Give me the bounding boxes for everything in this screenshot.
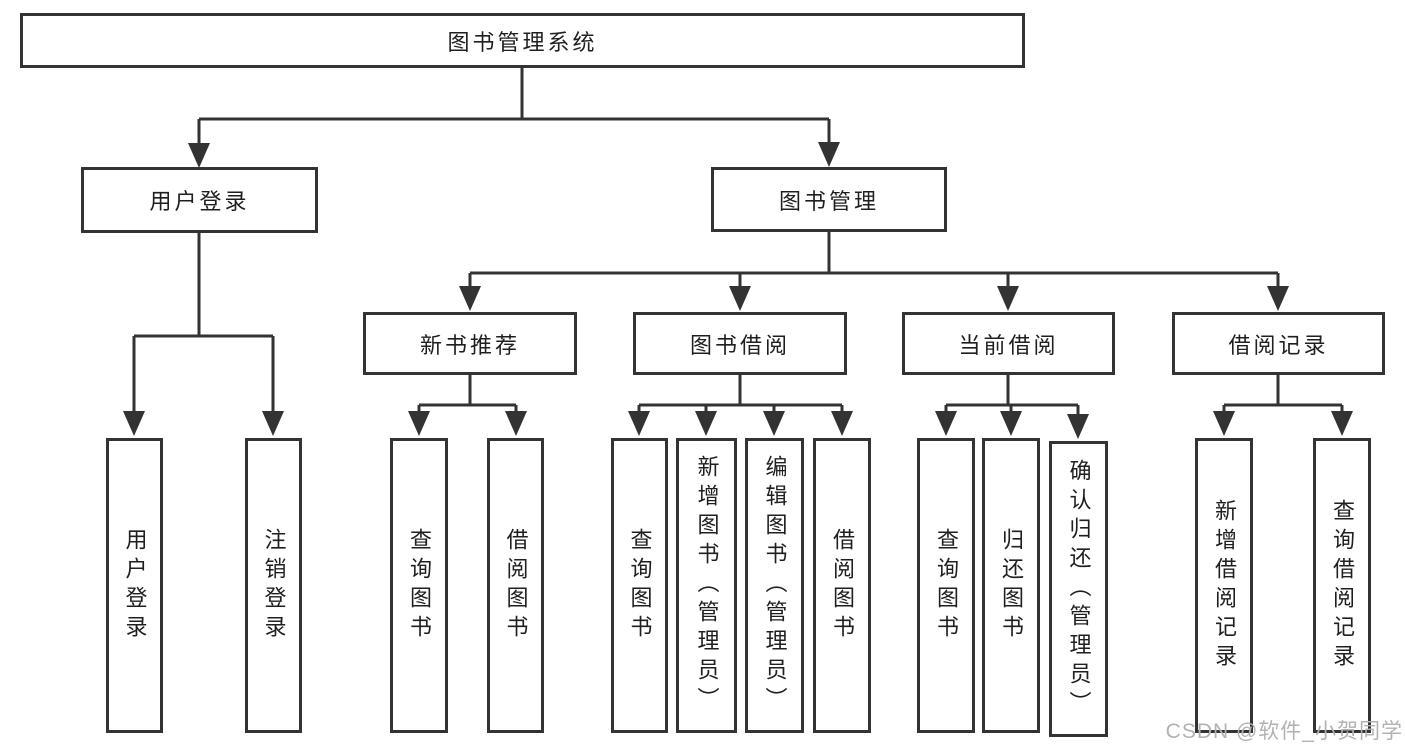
node-new-book-recommend: 新书推荐 <box>363 312 577 375</box>
node-library-management-system: 图书管理系统 <box>20 13 1025 68</box>
leaf-return-books: 归还图书 <box>982 438 1040 733</box>
leaf-user-login: 用户登录 <box>106 438 163 733</box>
connector-lines <box>132 65 1344 415</box>
leaf-add-borrow-record: 新增借阅记录 <box>1195 438 1253 733</box>
node-borrow-records: 借阅记录 <box>1172 312 1385 375</box>
leaf-query-books-current: 查询图书 <box>917 438 975 733</box>
leaf-query-books-borrow: 查询图书 <box>611 438 668 733</box>
leaf-confirm-return-admin: 确认归还（管理员） <box>1049 441 1108 737</box>
leaf-borrow-books: 借阅图书 <box>813 438 871 733</box>
leaf-borrow-books-recommend: 借阅图书 <box>487 438 544 733</box>
leaf-query-books-recommend: 查询图书 <box>390 438 448 733</box>
leaf-add-books-admin: 新增图书（管理员） <box>676 438 737 733</box>
leaf-query-borrow-record: 查询借阅记录 <box>1313 438 1371 733</box>
connector-arrowheads <box>123 142 1353 439</box>
leaf-edit-books-admin: 编辑图书（管理员） <box>745 438 804 733</box>
node-book-borrow: 图书借阅 <box>633 312 847 375</box>
leaf-logout: 注销登录 <box>245 438 302 733</box>
node-current-borrow: 当前借阅 <box>902 312 1115 375</box>
node-book-management: 图书管理 <box>711 167 947 232</box>
node-user-login: 用户登录 <box>81 167 318 233</box>
csdn-watermark: CSDN @软件_小贺同学 <box>1165 720 1403 743</box>
